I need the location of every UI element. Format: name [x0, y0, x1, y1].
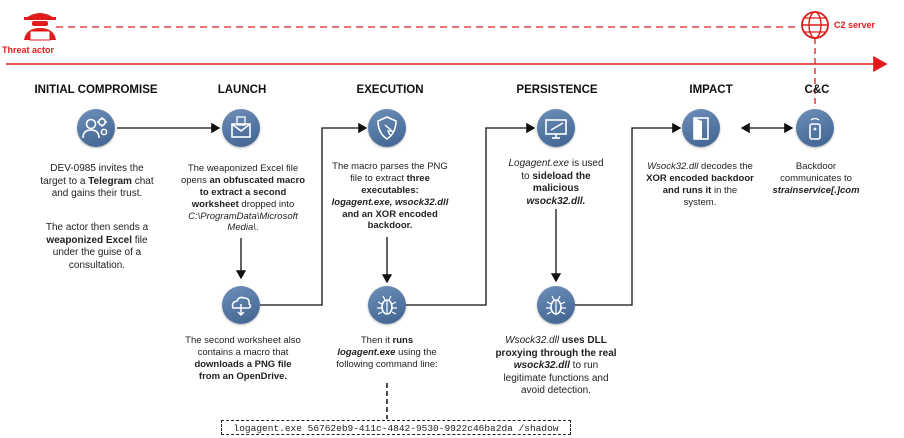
command-line-box: logagent.exe 56762eb9-411c-4842-9530-992… — [221, 420, 571, 435]
user-gear-icon — [77, 109, 115, 147]
initial-description-1: DEV-0985 invites the target to a Telegra… — [40, 163, 154, 199]
bug-icon — [537, 286, 575, 324]
launch-bottom-description: The second worksheet also contains a mac… — [185, 335, 301, 382]
c2-server-label: C2 server — [834, 20, 876, 30]
shield-cursor-icon — [368, 109, 406, 147]
stage-title-execution: EXECUTION — [356, 84, 424, 96]
launch-description: The weaponized Excel file opens an obfus… — [180, 163, 306, 234]
c2-server — [799, 9, 831, 41]
stage-title-persistence: PERSISTENCE — [516, 84, 598, 96]
impact-description: Wsock32.dll decodes the XOR encoded back… — [646, 161, 754, 208]
monitor-pen-icon — [537, 109, 575, 147]
persistence-bottom-description: Wsock32.dll uses DLL proxying through th… — [495, 335, 617, 396]
stage-title-impact: IMPACT — [689, 84, 733, 96]
remote-device-icon — [796, 109, 834, 147]
bug-icon — [368, 286, 406, 324]
globe-icon — [801, 11, 829, 39]
execution-bottom-description: Then it runs logagent.exe using the foll… — [336, 335, 438, 370]
persistence-description: Logagent.exe is used to sideload the mal… — [508, 158, 604, 207]
threat-actor — [18, 4, 62, 44]
stage-title-initial: INITIAL COMPROMISE — [34, 84, 158, 96]
door-icon — [682, 109, 720, 147]
hacker-icon — [24, 13, 56, 41]
cnc-description: Backdoor communicates to strainservice[.… — [772, 161, 860, 196]
stage-title-cnc: C&C — [804, 84, 830, 96]
execution-description: The macro parses the PNG file to extract… — [331, 161, 449, 232]
mail-document-icon — [222, 109, 260, 147]
threat-actor-label: Threat actor — [2, 45, 55, 55]
stage-title-launch: LAUNCH — [217, 84, 267, 96]
initial-description-2: The actor then sends a weaponized Excel … — [45, 222, 149, 271]
cloud-download-icon — [222, 286, 260, 324]
